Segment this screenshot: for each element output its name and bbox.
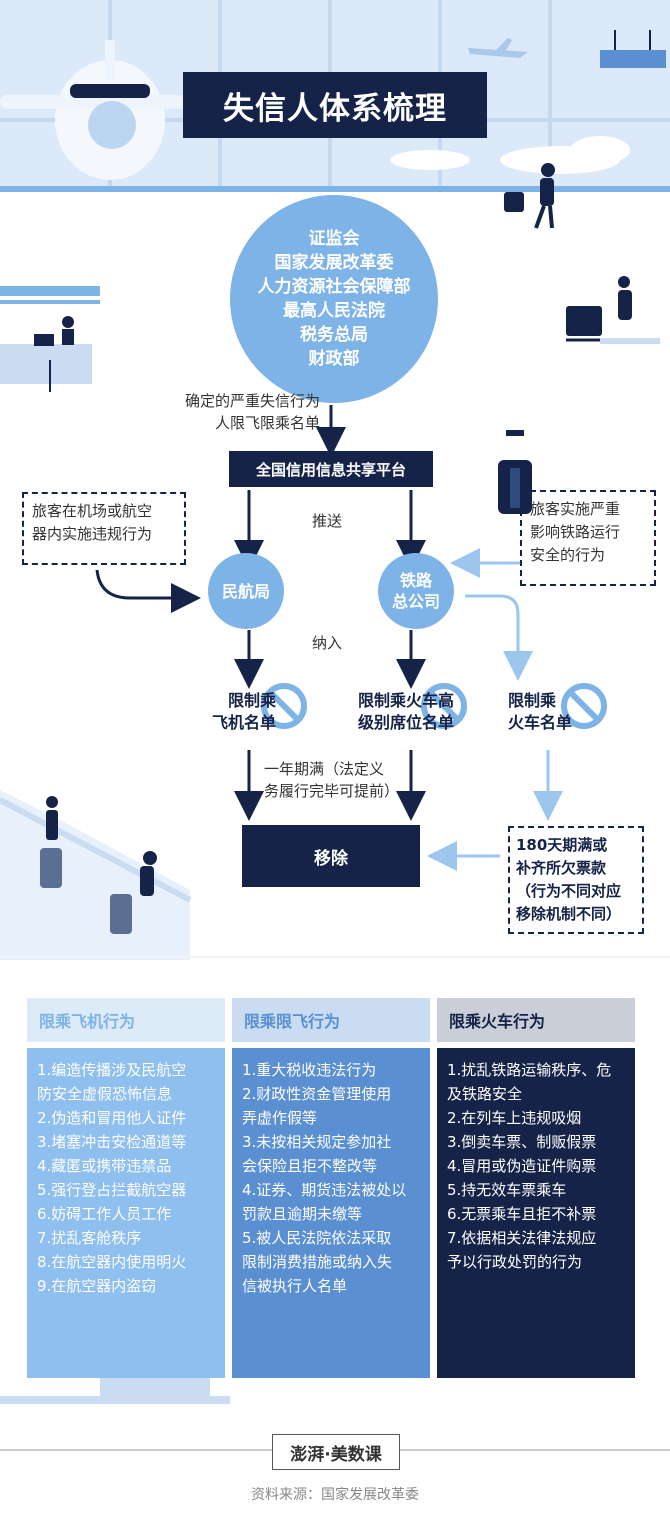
column-restrict-body: 1.重大税收违法行为 2.财政性资金管理使用 弄虚作假等 3.未按相关规定参加社…: [232, 1048, 430, 1378]
train-removal-note: 180天期满或 补齐所欠票款 （行为不同对应 移除机制不同）: [508, 826, 644, 934]
list-item: 2.在列车上违规吸烟: [447, 1109, 582, 1127]
flow-arrows-light: [427, 548, 563, 871]
airplane-icon: [0, 40, 230, 180]
direction-sign-icon: [600, 30, 666, 68]
list-item: 6.妨碍工作人员工作: [37, 1205, 172, 1223]
suitcase-icon: [498, 430, 532, 514]
column-train-behaviors: 限乘火车行为 1.扰乱铁路运输秩序、危 及铁路安全 2.在列车上违规吸烟 3.倒…: [437, 998, 635, 1378]
authority-6: 财政部: [308, 349, 360, 369]
list-item: 1.重大税收违法行为: [242, 1061, 377, 1079]
list-item: 9.在航空器内盗窃: [37, 1277, 157, 1295]
authorities-circle: 证监会 国家发展改革委 人力资源社会保障部 最高人民法院 税务总局 财政部: [230, 195, 438, 403]
list-item: 4.证券、期货违法被处以: [242, 1181, 407, 1199]
column-train-body: 1.扰乱铁路运输秩序、危 及铁路安全 2.在列车上违规吸烟 3.倒卖车票、制贩假…: [437, 1048, 635, 1378]
one-year-expiry-label: 一年期满（法定义 务履行完毕可提前）: [264, 760, 400, 800]
list-item: 信被执行人名单: [242, 1277, 348, 1295]
list-item: 2.伪造和冒用他人证件: [37, 1109, 187, 1127]
authority-2: 国家发展改革委: [274, 253, 394, 273]
prohibition-icons: [261, 683, 607, 729]
column-plane-behaviors: 限乘飞机行为 1.编造传播涉及民航空 防安全虚假恐怖信息 2.伪造和冒用他人证件…: [27, 998, 225, 1378]
push-label: 推送: [312, 512, 343, 530]
list-item: 防安全虚假恐怖信息: [37, 1085, 173, 1103]
train-restriction-list: 限制乘 火车名单: [508, 691, 573, 732]
list-item: 4.藏匿或携带违禁品: [37, 1157, 172, 1175]
severe-behavior-label: 确定的严重失信行为 人限飞限乘名单: [184, 392, 320, 432]
list-item: 3.倒卖车票、制贩假票: [447, 1133, 597, 1151]
highspeed-restriction-list: 限制乘火车高 级别席位名单: [358, 691, 455, 732]
flow-arrows-dark: [95, 405, 426, 821]
authority-3: 人力资源社会保障部: [257, 277, 411, 297]
airport-violation-note: 旅客在机场或航空 器内实施违规行为: [22, 492, 186, 565]
page-title: 失信人体系梳理: [183, 72, 487, 138]
list-item: 予以行政处罚的行为: [447, 1253, 583, 1271]
column-plane-head: 限乘飞机行为: [27, 998, 225, 1042]
list-item: 7.依据相关法律法规应: [447, 1229, 597, 1247]
list-item: 5.持无效车票乘车: [447, 1181, 567, 1199]
list-item: 1.扰乱铁路运输秩序、危: [447, 1061, 612, 1079]
list-item: 会保险且拒不整改等: [242, 1157, 378, 1175]
railway-node: 铁路 总公司: [378, 553, 454, 629]
list-item: 1.编造传播涉及民航空: [37, 1061, 187, 1079]
list-item: 7.扰乱客舱秩序: [37, 1229, 142, 1247]
caac-node: 民航局: [208, 553, 284, 629]
credit-platform-box: 全国信用信息共享平台: [229, 451, 433, 487]
list-item: 及铁路安全: [447, 1085, 523, 1103]
plane-restriction-list: 限制乘 飞机名单: [211, 691, 276, 732]
include-label: 纳入: [312, 634, 343, 652]
column-train-head: 限乘火车行为: [437, 998, 635, 1042]
list-item: 2.财政性资金管理使用: [242, 1085, 392, 1103]
small-plane-icon: [468, 38, 528, 58]
list-item: 3.堵塞冲击安检通道等: [37, 1133, 187, 1151]
checkin-desk-icon: [0, 286, 100, 392]
list-item: 罚款且逾期未缴等: [242, 1205, 363, 1223]
list-item: 4.冒用或伪造证件购票: [447, 1157, 597, 1175]
column-restrict-head: 限乘限飞行为: [232, 998, 430, 1042]
authority-1: 证监会: [308, 229, 360, 249]
list-item: 5.被人民法院依法采取: [242, 1229, 392, 1247]
authority-5: 税务总局: [300, 325, 368, 345]
brand-logo: 澎湃·美数课: [272, 1434, 400, 1470]
list-item: 8.在航空器内使用明火: [37, 1253, 187, 1271]
column-restrict-behaviors: 限乘限飞行为 1.重大税收违法行为 2.财政性资金管理使用 弄虚作假等 3.未按…: [232, 998, 430, 1378]
escalator-icon: [0, 790, 192, 960]
list-item: 弄虚作假等: [242, 1109, 318, 1127]
authority-4: 最高人民法院: [283, 301, 385, 321]
traveler-icon: [504, 163, 555, 229]
data-source: 资料来源：国家发展改革委: [251, 1487, 419, 1503]
railway-violation-note: 旅客实施严重 影响铁路运行 安全的行为: [520, 490, 656, 586]
list-item: 限制消费措施或纳入失: [242, 1253, 393, 1271]
list-item: 5.强行登占拦截航空器: [37, 1181, 187, 1199]
removal-box: 移除: [242, 825, 420, 887]
luggage-cart-icon: [566, 276, 660, 344]
list-item: 3.未按相关规定参加社: [242, 1133, 392, 1151]
column-plane-body: 1.编造传播涉及民航空 防安全虚假恐怖信息 2.伪造和冒用他人证件 3.堵塞冲击…: [27, 1048, 225, 1378]
list-item: 6.无票乘车且拒不补票: [447, 1205, 597, 1223]
